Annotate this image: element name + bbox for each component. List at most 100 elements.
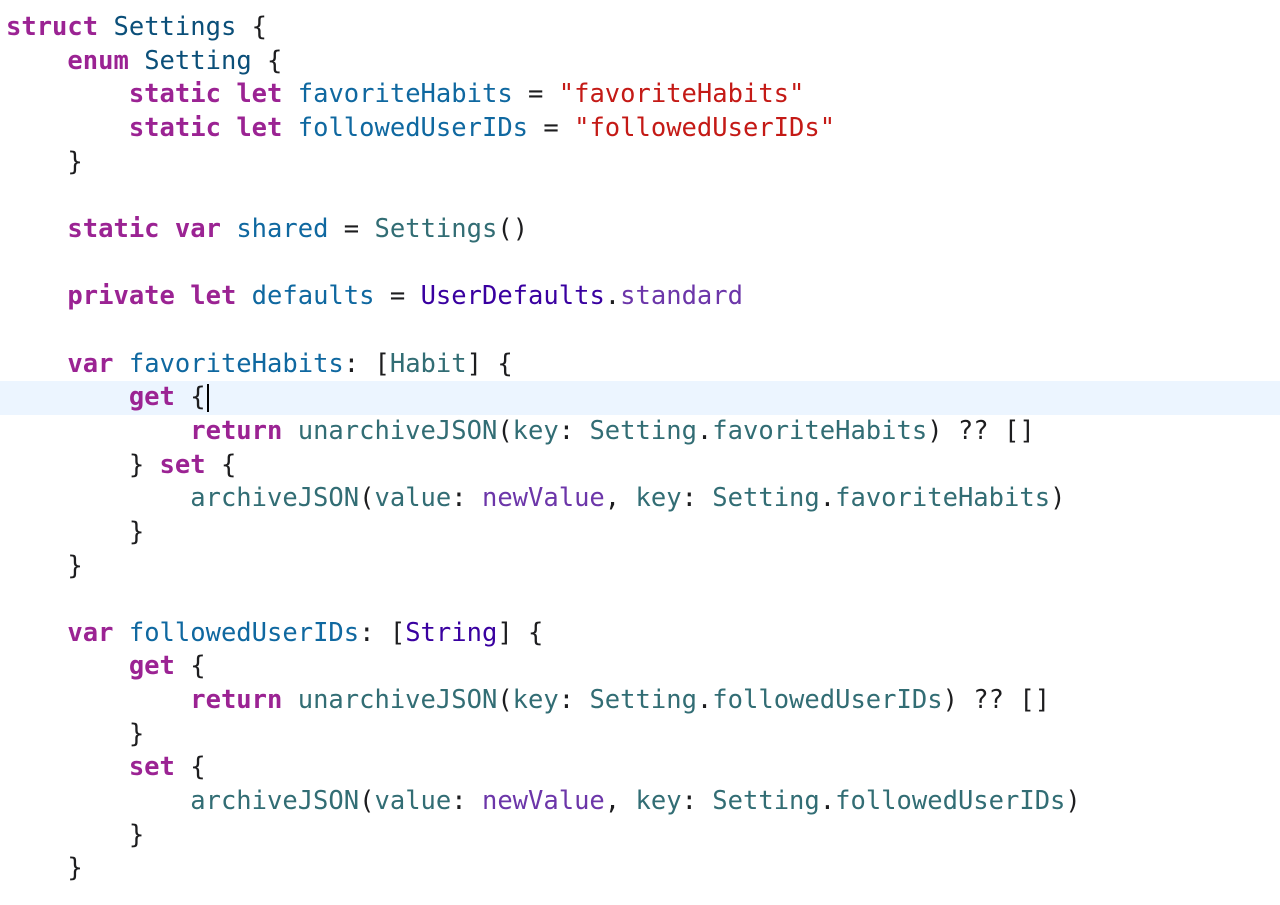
code-text: ) — [1065, 786, 1081, 817]
code-identifier: value — [374, 483, 452, 514]
code-keyword: static — [128, 112, 221, 143]
code-text: } — [6, 449, 160, 480]
code-line[interactable]: return unarchiveJSON(key: Setting.follow… — [0, 684, 1280, 718]
code-keyword: get — [128, 651, 175, 682]
code-line[interactable]: } — [0, 852, 1280, 886]
code-text: ( — [497, 415, 513, 446]
code-text: : [ — [359, 617, 406, 648]
code-text: { — [205, 449, 237, 480]
code-line[interactable]: archiveJSON(value: newValue, key: Settin… — [0, 482, 1280, 516]
code-line-current[interactable]: get { — [0, 381, 1280, 415]
text-cursor — [206, 384, 209, 413]
code-text — [6, 752, 129, 782]
code-line[interactable]: } — [0, 516, 1280, 550]
code-text: } — [6, 819, 145, 850]
code-line[interactable]: static var shared = Settings() — [0, 213, 1280, 247]
code-line[interactable]: enum Setting { — [0, 45, 1280, 79]
code-property: followedUserIDs — [128, 617, 360, 648]
code-text: { — [174, 651, 206, 682]
code-property: defaults — [251, 281, 375, 312]
code-line[interactable] — [0, 583, 1280, 617]
code-line[interactable]: static let favoriteHabits = "favoriteHab… — [0, 78, 1280, 112]
code-identifier: Habit — [389, 348, 467, 379]
code-line[interactable]: } — [0, 550, 1280, 584]
code-keyword: return — [190, 685, 283, 716]
code-line[interactable] — [0, 179, 1280, 213]
code-text: { — [251, 45, 283, 76]
code-text: : — [681, 786, 713, 817]
code-line[interactable]: static let followedUserIDs = "followedUs… — [0, 112, 1280, 146]
code-type-name: Setting — [144, 45, 252, 76]
code-text: : — [681, 483, 713, 514]
code-system-member: newValue — [481, 483, 605, 514]
code-line[interactable]: private let defaults = UserDefaults.stan… — [0, 280, 1280, 314]
code-keyword: var — [174, 213, 221, 244]
code-text: = — [528, 112, 575, 143]
code-text — [6, 685, 190, 715]
code-keyword: let — [236, 79, 283, 110]
code-text — [6, 483, 190, 513]
code-text: } — [6, 853, 83, 884]
code-identifier: key — [635, 786, 682, 817]
code-line[interactable] — [0, 247, 1280, 281]
code-identifier: unarchiveJSON — [297, 415, 498, 446]
code-text: () — [497, 213, 529, 244]
code-text: : — [451, 786, 482, 817]
code-keyword: set — [159, 449, 206, 480]
code-line[interactable] — [0, 314, 1280, 348]
code-editor[interactable]: struct Settings { enum Setting { static … — [0, 11, 1280, 886]
code-text — [113, 618, 128, 648]
code-identifier: Setting — [589, 685, 697, 716]
code-line[interactable]: } set { — [0, 449, 1280, 483]
code-identifier: key — [512, 685, 559, 716]
code-line[interactable]: archiveJSON(value: newValue, key: Settin… — [0, 785, 1280, 819]
code-text: . — [696, 415, 713, 446]
code-identifier: Settings — [374, 213, 498, 244]
code-text: ( — [359, 483, 375, 514]
code-text: = — [512, 79, 559, 110]
code-identifier: favoriteHabits — [835, 483, 1051, 514]
code-identifier: value — [374, 786, 452, 817]
code-line[interactable]: return unarchiveJSON(key: Setting.favori… — [0, 415, 1280, 449]
code-text: { — [174, 752, 206, 783]
code-text — [98, 12, 113, 42]
code-text — [282, 685, 297, 715]
code-identifier: Setting — [712, 483, 820, 514]
code-text — [221, 79, 236, 109]
code-text — [282, 113, 297, 143]
code-text — [236, 281, 251, 311]
code-text: : — [558, 415, 590, 446]
code-text — [221, 214, 236, 244]
code-text: ( — [497, 685, 513, 716]
code-text: { — [236, 12, 268, 42]
code-line[interactable]: struct Settings { — [0, 11, 1280, 45]
code-text: : — [558, 685, 590, 716]
code-text — [129, 46, 144, 76]
code-keyword: struct — [6, 12, 99, 42]
code-line[interactable]: var favoriteHabits: [Habit] { — [0, 348, 1280, 382]
code-property: shared — [236, 213, 329, 244]
code-text: ) ?? [] — [942, 685, 1051, 716]
code-keyword: enum — [67, 45, 129, 76]
code-identifier: Setting — [712, 786, 820, 817]
code-line[interactable]: } — [0, 718, 1280, 752]
code-line[interactable]: var followedUserIDs: [String] { — [0, 617, 1280, 651]
code-system-type: UserDefaults — [420, 281, 605, 312]
code-text — [113, 349, 128, 379]
code-text — [221, 113, 236, 143]
code-system-type: String — [405, 617, 498, 648]
code-line[interactable]: get { — [0, 650, 1280, 684]
code-identifier: key — [635, 483, 682, 514]
code-text — [160, 214, 175, 244]
code-text — [6, 281, 67, 311]
code-text — [282, 79, 297, 109]
code-line[interactable]: set { — [0, 751, 1280, 785]
code-text: ] { — [497, 617, 544, 648]
code-line[interactable]: } — [0, 819, 1280, 853]
code-line[interactable]: } — [0, 146, 1280, 180]
code-string-literal: "favoriteHabits" — [558, 79, 805, 110]
code-text — [6, 618, 67, 648]
code-identifier: followedUserIDs — [712, 685, 943, 716]
code-text: } — [6, 550, 83, 581]
code-property: favoriteHabits — [297, 79, 513, 110]
